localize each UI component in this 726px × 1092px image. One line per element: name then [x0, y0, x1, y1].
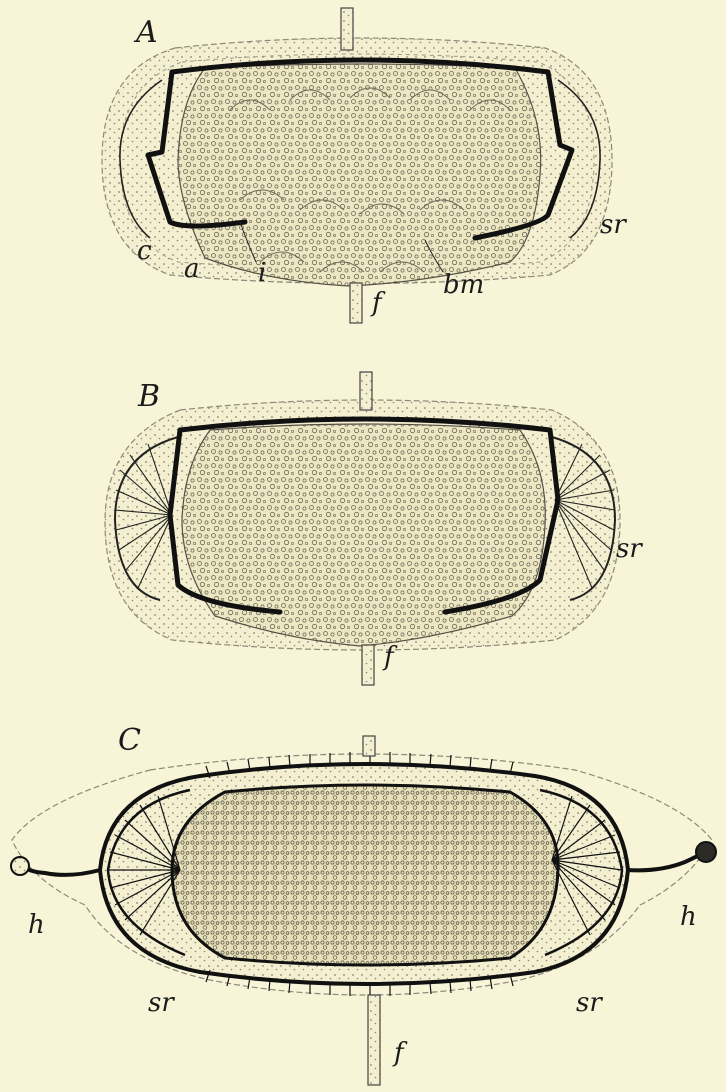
panel-a-label-a: a — [184, 256, 200, 282]
panel-b-bottom-stalk — [362, 645, 374, 685]
panel-a-label-c: c — [137, 238, 152, 264]
panel-c-horn-right — [628, 852, 705, 870]
panel-c-label: C — [118, 726, 141, 756]
panel-a-label-i: i — [258, 260, 266, 286]
panel-a-label-bm: bm — [443, 272, 484, 298]
panel-c-horn-right-tip — [696, 842, 716, 862]
panel-c-label-f: f — [394, 1040, 404, 1066]
panel-c-horn-left-tip — [11, 857, 29, 875]
panel-b-top-stalk — [360, 372, 372, 410]
panel-b-cell-mass — [182, 424, 545, 646]
panel-c-horn-left — [22, 866, 100, 875]
panel-a-bottom-stalk — [350, 283, 362, 323]
panel-a-label-f: f — [372, 290, 382, 316]
panel-c-label-h-left: h — [28, 912, 45, 938]
panel-a-label-sr: sr — [600, 212, 626, 238]
panel-a — [102, 8, 612, 323]
panel-b-label: B — [138, 382, 160, 412]
panel-c-label-sr-left: sr — [148, 990, 174, 1016]
panel-c-cell-mass — [172, 785, 558, 965]
panel-a-label: A — [136, 18, 158, 48]
panel-c-bottom-stalk — [368, 995, 380, 1085]
panel-b-label-f: f — [384, 644, 394, 670]
panel-b — [105, 372, 620, 685]
panel-c — [11, 736, 716, 1085]
panel-b-label-sr: sr — [616, 536, 642, 562]
panel-a-cell-mass — [178, 64, 541, 286]
panel-a-top-stalk — [341, 8, 353, 50]
panel-c-top-stalk — [363, 736, 375, 756]
panel-c-label-sr-right: sr — [576, 990, 602, 1016]
panel-c-label-h-right: h — [680, 904, 697, 930]
